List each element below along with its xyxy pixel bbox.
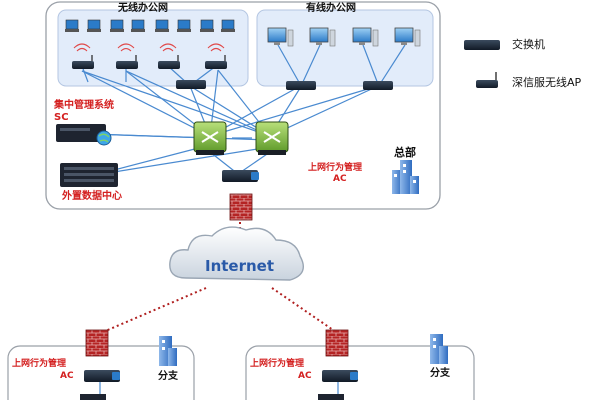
wired-pc-links (277, 44, 406, 85)
wan-links (102, 222, 337, 333)
hq-building-icon (392, 160, 419, 194)
branch-right-ac-label: 上网行为管理 (250, 359, 305, 369)
hq-ac-device (222, 170, 259, 182)
internet-cloud (169, 226, 304, 281)
branch-right-ac-label-abbrev: AC (298, 371, 312, 381)
sc-management-server (56, 124, 112, 146)
legend-switch-icon (464, 40, 500, 50)
branch-firewall-left-icon (85, 329, 109, 357)
wireless-access-switch (176, 80, 206, 89)
branch-right-label: 分支 (430, 368, 450, 379)
wired-switch-left (286, 81, 316, 90)
wireless-network-title: 无线办公网 (118, 3, 168, 14)
external-data-center (60, 163, 118, 187)
branch-left-label: 分支 (158, 371, 178, 382)
wired-switch-right (363, 81, 393, 90)
wired-network-title: 有线办公网 (306, 3, 356, 14)
branch-firewall-right-icon (325, 329, 349, 357)
branch-left-ac-label: 上网行为管理 (12, 359, 67, 369)
hq-label: 总部 (394, 146, 416, 159)
wireless-laptops (65, 19, 235, 32)
legend-ap-icon (476, 72, 498, 88)
internet-label: Internet (205, 257, 275, 275)
branch-panel-right (245, 345, 475, 400)
data-center-label: 外置数据中心 (62, 191, 122, 202)
branch-ac-device-left (80, 370, 120, 400)
sc-label: 集中管理系统 (54, 100, 114, 111)
hq-ac-label-abbrev: AC (333, 174, 347, 184)
sc-label-abbrev: SC (54, 112, 69, 123)
legend-switch-label: 交换机 (512, 38, 545, 51)
legend-ap-label: 深信服无线AP (512, 76, 582, 89)
wireless-access-points (72, 55, 227, 69)
branch-building-right-icon (430, 334, 448, 364)
wifi-signals (73, 43, 225, 52)
hq-firewall-icon (229, 193, 253, 221)
wired-pcs (267, 27, 421, 47)
branch-building-left-icon (159, 336, 177, 366)
branch-left-ac-label-abbrev: AC (60, 371, 74, 381)
branch-ac-device-right (318, 370, 358, 400)
wireless-network-panel (57, 9, 249, 87)
core-switch-left (193, 121, 227, 155)
core-switch-right (255, 121, 289, 155)
wired-network-panel (256, 9, 434, 87)
hq-ac-label: 上网行为管理 (308, 163, 363, 173)
